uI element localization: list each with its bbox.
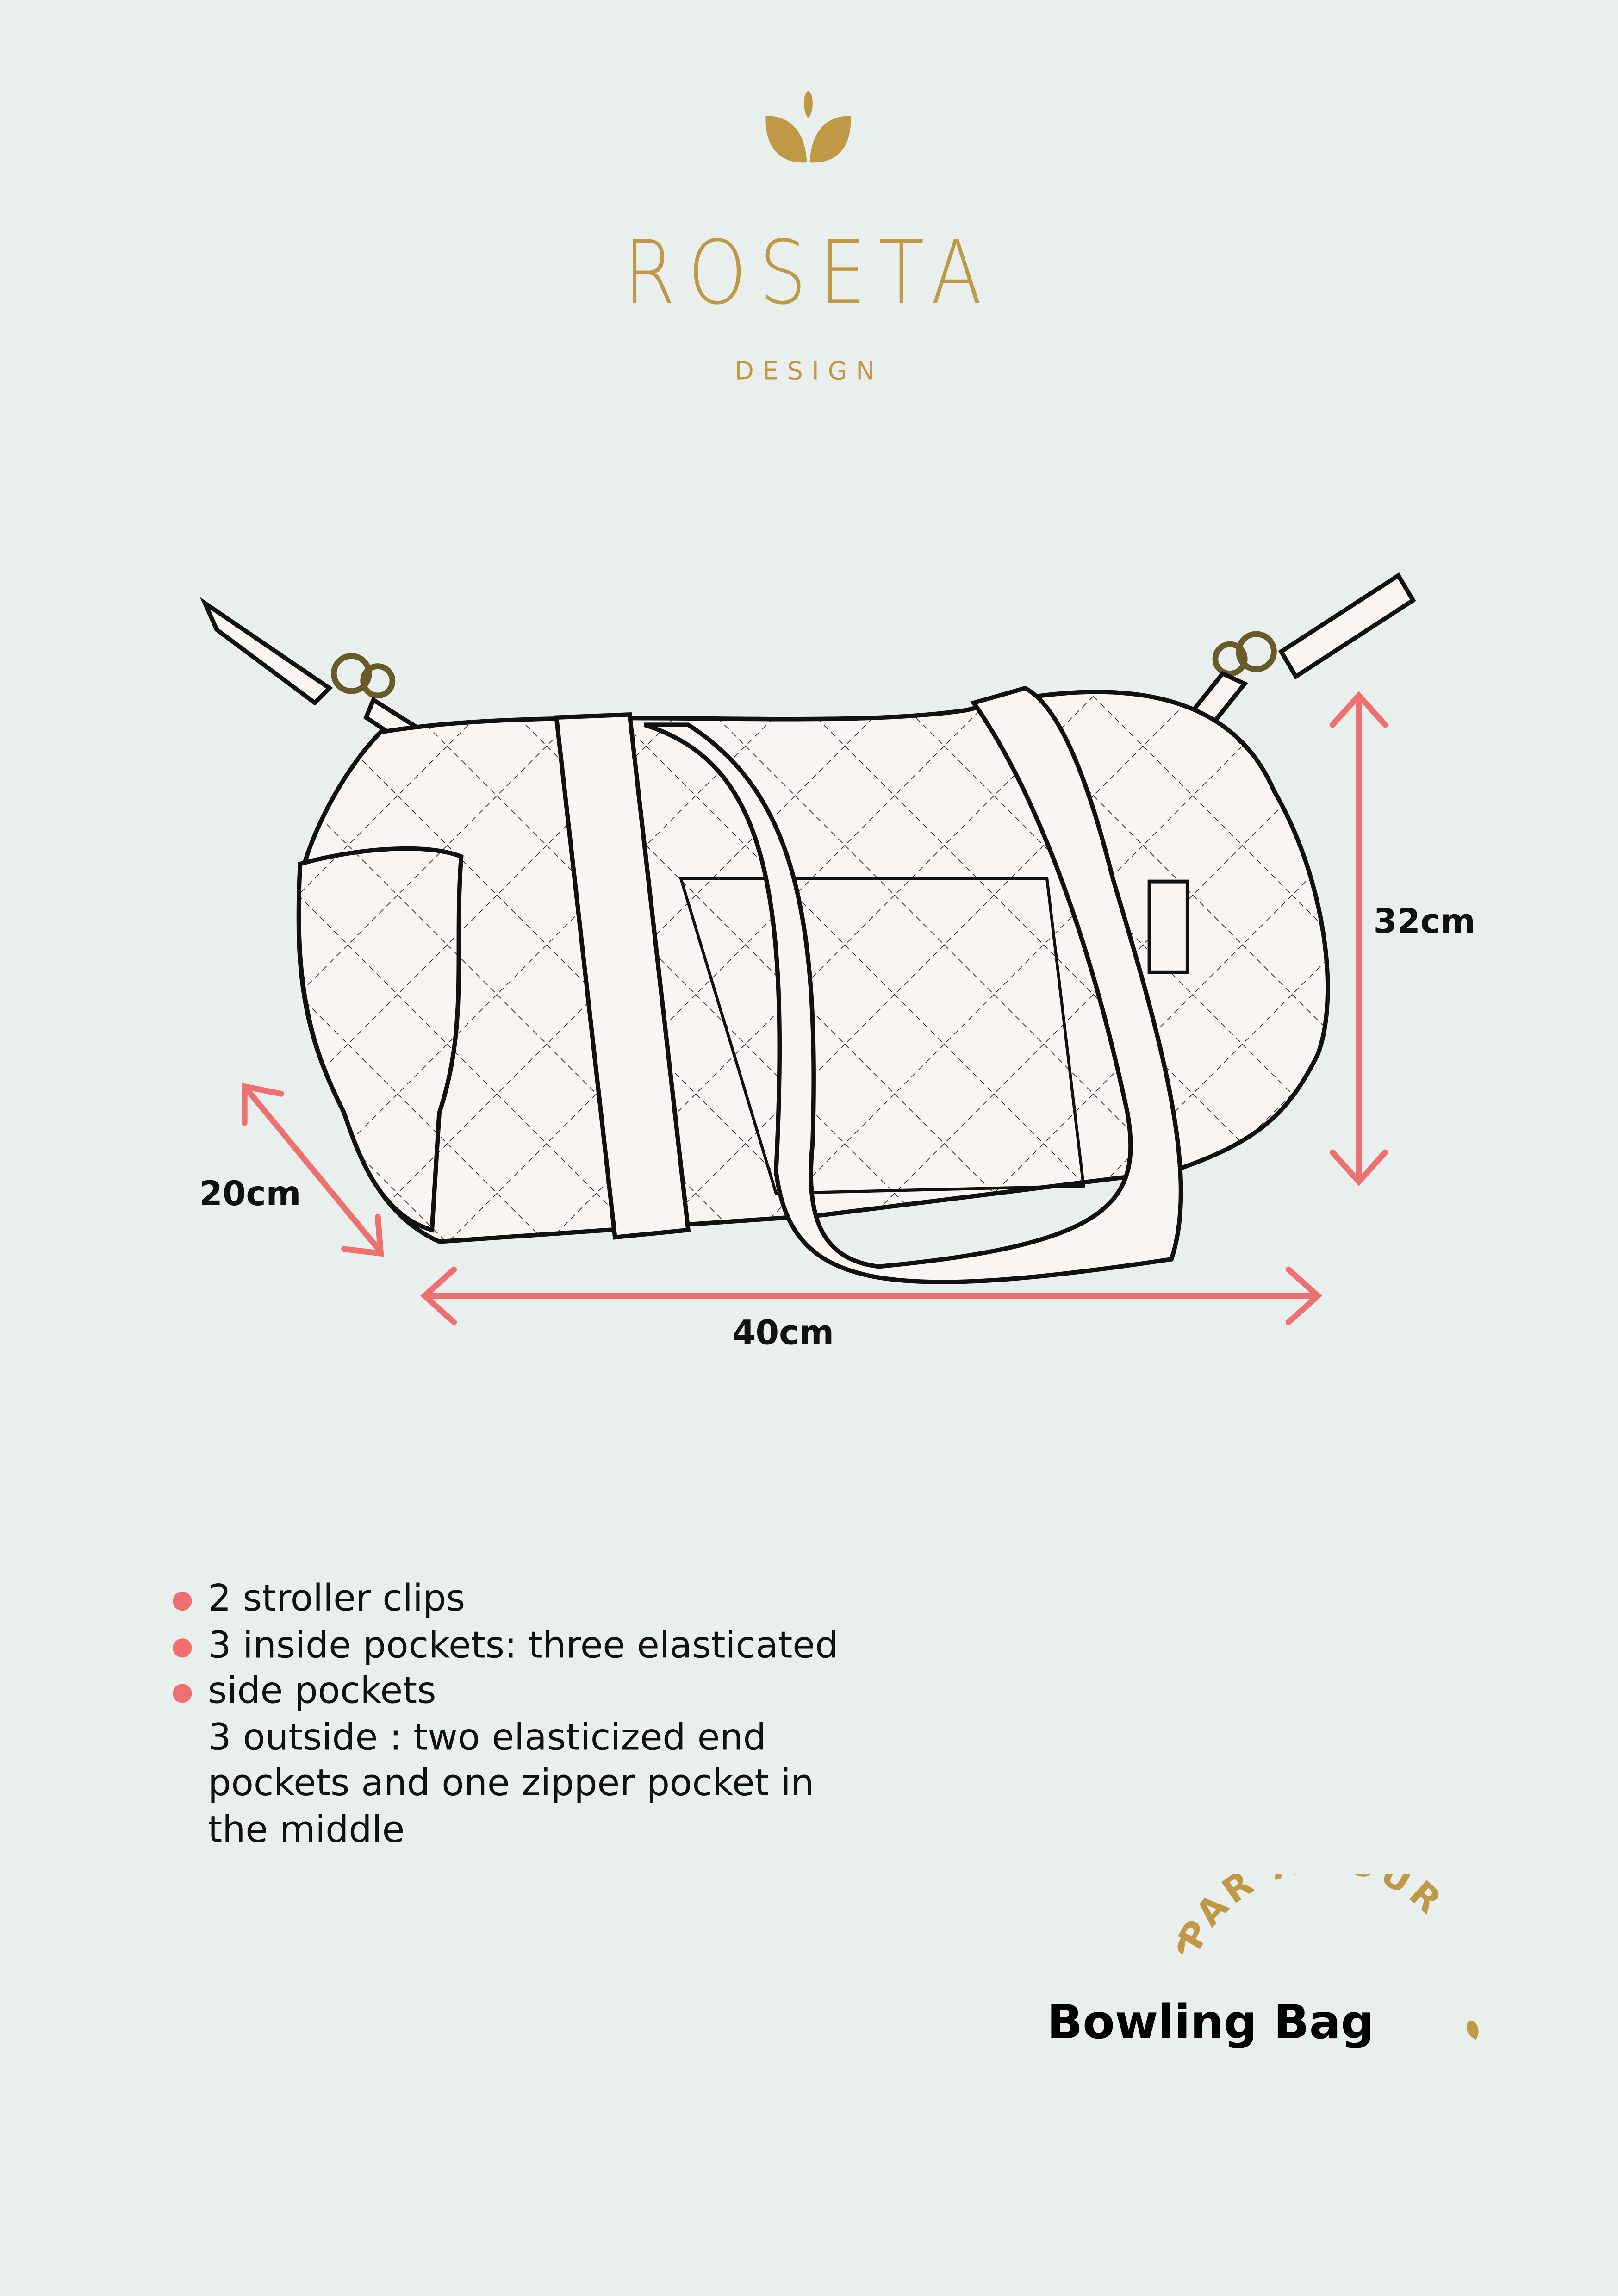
end-pocket — [296, 846, 464, 1233]
brand-name: ROSETA — [623, 222, 995, 325]
brand-subtitle: DESIGN — [734, 357, 884, 387]
feature-text: 3 outside : two elasticized end — [208, 1715, 766, 1758]
bag-illustration — [199, 572, 1416, 1325]
feature-item: side pockets — [173, 1668, 838, 1714]
par-amour-badge: PAR AMOUR — [1170, 1874, 1479, 2040]
label-tag — [1147, 879, 1189, 974]
feature-item: pockets and one zipper pocket in — [173, 1760, 838, 1806]
height-label: 32cm — [1373, 903, 1475, 942]
depth-arrow — [242, 1083, 384, 1257]
bullet-icon — [173, 1684, 192, 1703]
width-label: 40cm — [732, 1315, 834, 1353]
handle — [643, 685, 1183, 1284]
feature-item: 3 outside : two elasticized end — [173, 1714, 838, 1760]
depth-label: 20cm — [199, 1176, 301, 1214]
dimension-arrows — [242, 691, 1388, 1325]
product-title: Bowling Bag — [1047, 1994, 1375, 2050]
height-arrow — [1329, 691, 1388, 1186]
feature-text: 3 inside pockets: three elasticated — [208, 1623, 839, 1666]
zipper-pocket — [678, 877, 1085, 1195]
stroller-clip-left — [199, 597, 429, 750]
bullet-icon — [173, 1637, 192, 1657]
width-arrow — [420, 1266, 1322, 1325]
feature-item: 2 stroller clips — [173, 1575, 838, 1622]
heart-icon — [1466, 2021, 1479, 2040]
strap-band-left — [554, 712, 691, 1240]
feature-text: the middle — [208, 1807, 405, 1850]
feature-item: the middle — [173, 1806, 838, 1853]
heart-icon — [1177, 1935, 1186, 1955]
feature-text: side pockets — [208, 1669, 436, 1712]
leaf-logo-icon — [765, 91, 851, 163]
feature-item: 3 inside pockets: three elasticated — [173, 1622, 838, 1668]
tagline-text: PAR AMOUR — [1170, 1874, 1452, 1956]
stroller-clip-right — [1190, 572, 1416, 723]
bullet-icon — [173, 1592, 192, 1611]
feature-text: 2 stroller clips — [208, 1577, 466, 1620]
feature-list: 2 stroller clips 3 inside pockets: three… — [173, 1575, 838, 1852]
feature-text: pockets and one zipper pocket in — [208, 1761, 814, 1804]
